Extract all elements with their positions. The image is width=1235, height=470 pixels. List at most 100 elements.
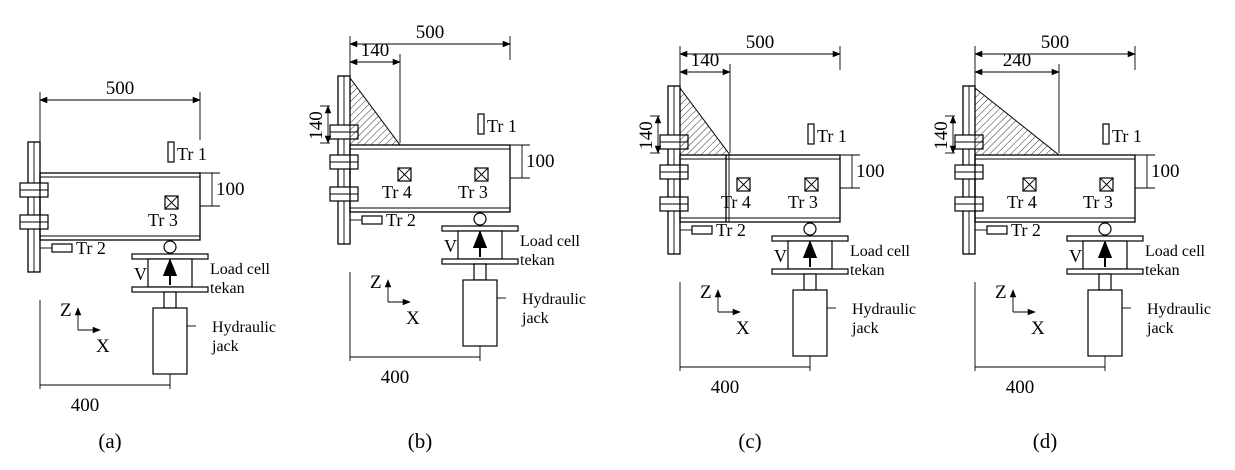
base-plate [131, 286, 209, 293]
beam [679, 154, 841, 223]
base-plate [1066, 268, 1144, 275]
tr3-label: Tr 3 [458, 182, 488, 202]
bolt [19, 214, 49, 230]
beam [39, 172, 201, 241]
bracket-stiffener [974, 86, 1061, 156]
bolt [659, 164, 689, 180]
bolt [659, 196, 689, 212]
tr1-sensor [1102, 123, 1110, 145]
dim-depth-label: 100 [1151, 161, 1180, 182]
tr4-sensor [397, 167, 412, 182]
jack-piston [1098, 273, 1112, 291]
axis-x-label: X [406, 308, 420, 329]
tr1-label: Tr 1 [487, 116, 517, 136]
dim-depth-label: 100 [526, 151, 555, 172]
axis-x-label: X [96, 336, 110, 357]
loadcell-label-2: tekan [210, 280, 245, 297]
hydraulic-jack [462, 279, 498, 347]
axis-z-label: Z [60, 300, 72, 321]
tr4-sensor [1022, 177, 1037, 192]
tr4-label: Tr 4 [1007, 192, 1037, 212]
bolt [954, 164, 984, 180]
loadcell-label-2: tekan [850, 262, 885, 279]
loadcell-label-2: tekan [520, 252, 555, 269]
axis-z-label: Z [370, 272, 382, 293]
dim-bottom-label: 400 [711, 377, 740, 398]
base-plate [441, 258, 519, 265]
tr2-sensor [986, 225, 1008, 235]
load-v-label: V [134, 264, 147, 284]
jack-label-2: jack [1146, 320, 1174, 337]
tr1-sensor [807, 123, 815, 145]
tr3-label: Tr 3 [148, 210, 178, 230]
bearing-plate [131, 253, 209, 260]
bracket-stiffener [679, 86, 731, 156]
bolt [329, 154, 359, 170]
bolt [954, 196, 984, 212]
dim-bracket-h-label: 140 [931, 121, 952, 150]
bearing-plate [441, 225, 519, 232]
panel-caption: (b) [408, 429, 433, 453]
dim-bracket-h-label: 140 [306, 111, 327, 140]
tr2-label: Tr 2 [716, 220, 746, 240]
tr3-sensor [804, 177, 819, 192]
tr4-label: Tr 4 [721, 192, 751, 212]
roller [803, 222, 817, 236]
loadcell-label-1: Load cell [1145, 243, 1206, 260]
dim-bracket-label: 140 [691, 50, 720, 71]
tr3-sensor [474, 167, 489, 182]
jack-piston [163, 291, 177, 309]
jack-label-2: jack [851, 320, 879, 337]
tr3-label: Tr 3 [1083, 192, 1113, 212]
tr1-label: Tr 1 [177, 144, 207, 164]
tr4-sensor [736, 177, 751, 192]
tr2-label: Tr 2 [1011, 220, 1041, 240]
loadcell-label-1: Load cell [850, 243, 911, 260]
loadcell-label-1: Load cell [520, 233, 581, 250]
dim-bottom-label: 400 [71, 395, 100, 416]
panel-caption: (c) [738, 429, 761, 453]
dim-top-label: 500 [106, 78, 135, 99]
jack-label-1: Hydraulic [212, 319, 276, 336]
panel-caption: (a) [98, 429, 121, 453]
bearing-plate [1066, 235, 1144, 242]
dim-bracket-h-label: 140 [636, 121, 657, 150]
dim-top-label: 500 [416, 22, 445, 43]
tr2-label: Tr 2 [386, 210, 416, 230]
load-v-label: V [1069, 246, 1082, 266]
tr1-label: Tr 1 [1112, 126, 1142, 146]
dim-depth-label: 100 [856, 161, 885, 182]
tr2-sensor [51, 243, 73, 253]
hydraulic-jack [792, 289, 828, 357]
axis-z-label: Z [995, 282, 1007, 303]
base-plate [771, 268, 849, 275]
tr1-sensor [477, 113, 485, 135]
dim-top-label: 500 [1041, 32, 1070, 53]
jack-label-1: Hydraulic [852, 301, 916, 318]
tr1-label: Tr 1 [817, 126, 847, 146]
roller [1098, 222, 1112, 236]
roller [473, 212, 487, 226]
axis-z-label: Z [700, 282, 712, 303]
loadcell-label-2: tekan [1145, 262, 1180, 279]
jack-label-1: Hydraulic [1147, 301, 1211, 318]
tr2-sensor [361, 215, 383, 225]
tr3-label: Tr 3 [788, 192, 818, 212]
tr2-sensor [691, 225, 713, 235]
axis-x-label: X [736, 318, 750, 339]
jack-label-1: Hydraulic [522, 291, 586, 308]
tr3-sensor [1099, 177, 1114, 192]
tr2-label: Tr 2 [76, 238, 106, 258]
bolt [19, 182, 49, 198]
jack-label-2: jack [521, 310, 549, 327]
dim-depth-label: 100 [216, 179, 245, 200]
tr4-label: Tr 4 [382, 182, 412, 202]
jack-label-2: jack [211, 338, 239, 355]
jack-piston [473, 263, 487, 281]
jack-piston [803, 273, 817, 291]
hydraulic-jack [152, 307, 188, 375]
dim-bottom-label: 400 [1006, 377, 1035, 398]
